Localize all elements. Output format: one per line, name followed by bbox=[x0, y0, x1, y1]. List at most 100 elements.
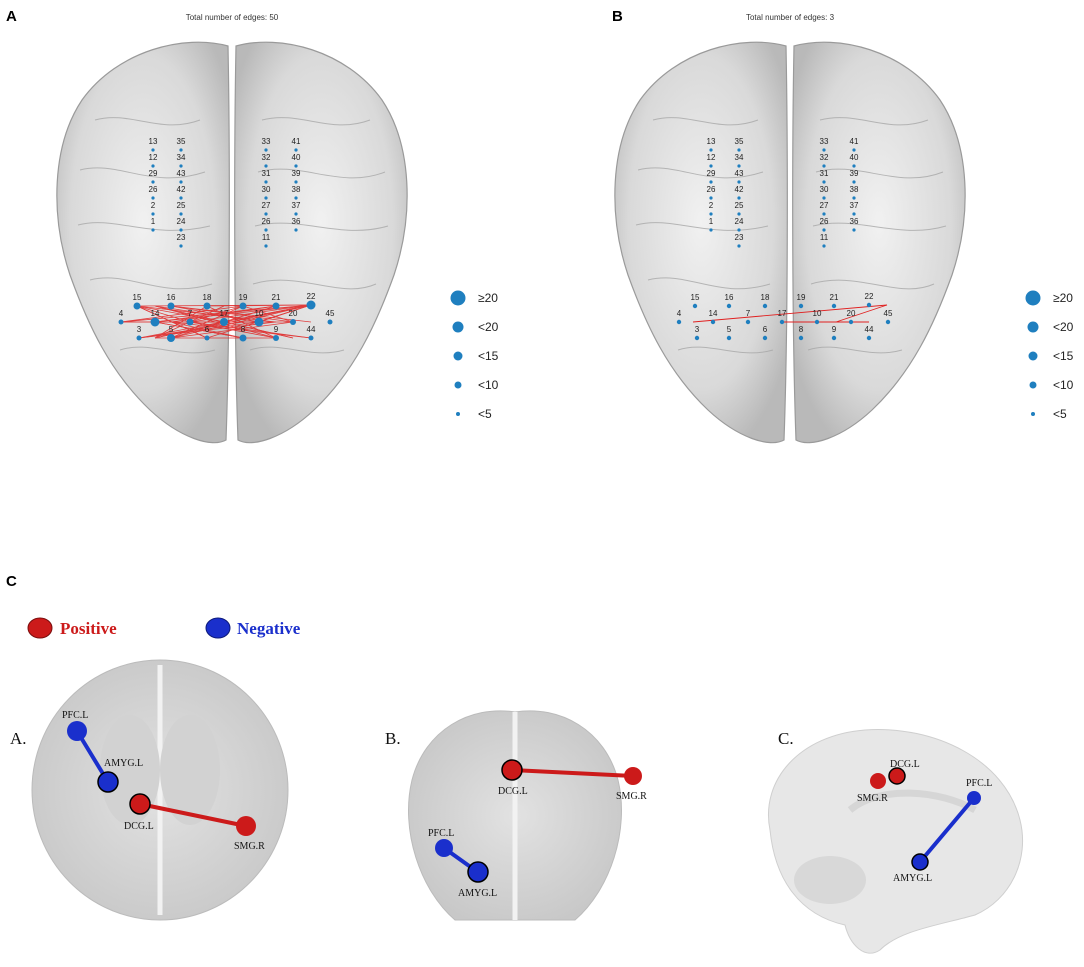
node-marker bbox=[151, 212, 155, 216]
node-marker bbox=[762, 303, 768, 309]
node-number-label: 10 bbox=[813, 309, 822, 318]
node-number-label: 12 bbox=[149, 153, 158, 162]
node-number-label: 38 bbox=[292, 185, 301, 194]
legend-size-label: <15 bbox=[1053, 349, 1074, 363]
node-marker bbox=[264, 196, 268, 200]
node-number-label: 38 bbox=[850, 185, 859, 194]
coronal-amyg-node bbox=[467, 861, 489, 883]
node-marker bbox=[779, 319, 785, 325]
node-marker bbox=[866, 335, 872, 341]
axial-left-ventricle bbox=[100, 715, 160, 825]
node-marker bbox=[694, 335, 700, 341]
node-marker bbox=[179, 196, 183, 200]
node-marker bbox=[737, 180, 741, 184]
node-size-legend-b: ≥20<20<15<10<5 bbox=[1025, 290, 1074, 421]
node-number-label: 6 bbox=[763, 325, 768, 334]
node-marker bbox=[852, 164, 856, 168]
legend-size-label: <20 bbox=[478, 320, 499, 334]
node-number-label: 33 bbox=[262, 137, 271, 146]
node-marker bbox=[709, 180, 713, 184]
axial-amyg-node bbox=[97, 771, 119, 793]
node-marker bbox=[726, 303, 732, 309]
node-number-label: 37 bbox=[850, 201, 859, 210]
node-number-label: 16 bbox=[167, 293, 176, 302]
node-number-label: 14 bbox=[151, 309, 160, 318]
node-marker bbox=[737, 244, 741, 248]
node-number-label: 25 bbox=[735, 201, 744, 210]
legend-size-label: <5 bbox=[478, 407, 492, 421]
sagittal-dcg-label: DCG.L bbox=[890, 759, 920, 770]
node-marker bbox=[737, 148, 741, 152]
coronal-positive-edge bbox=[511, 768, 634, 778]
legend-size-label: <5 bbox=[1053, 407, 1067, 421]
node-number-label: 26 bbox=[149, 185, 158, 194]
node-marker bbox=[294, 228, 298, 232]
slice-axial: A. PFC.L AMYG.L DCG.L SMG.R bbox=[10, 659, 289, 921]
node-number-label: 32 bbox=[820, 153, 829, 162]
node-number-label: 37 bbox=[292, 201, 301, 210]
node-number-label: 29 bbox=[149, 169, 158, 178]
node-marker bbox=[151, 164, 155, 168]
sagittal-pfc-node bbox=[967, 791, 981, 805]
sagittal-corpus-callosum bbox=[847, 789, 977, 814]
node-marker bbox=[264, 228, 268, 232]
node-marker bbox=[710, 319, 716, 325]
slice-coronal: B. PFC.L AMYG.L DCG.L SMG.R bbox=[385, 710, 647, 921]
node-size-legend-a: ≥20<20<15<10<5 bbox=[450, 290, 499, 421]
node-number-label: 7 bbox=[188, 309, 193, 318]
node-number-label: 18 bbox=[203, 293, 212, 302]
node-marker bbox=[151, 196, 155, 200]
node-number-label: 10 bbox=[255, 309, 264, 318]
node-number-label: 2 bbox=[151, 201, 156, 210]
node-number-label: 8 bbox=[799, 325, 804, 334]
node-number-label: 41 bbox=[850, 137, 859, 146]
node-number-label: 39 bbox=[292, 169, 301, 178]
legend-size-marker bbox=[1031, 412, 1035, 416]
node-marker bbox=[264, 244, 268, 248]
legend-size-label: ≥20 bbox=[1053, 291, 1073, 305]
node-marker bbox=[272, 302, 280, 310]
node-marker bbox=[822, 164, 826, 168]
node-number-label: 26 bbox=[707, 185, 716, 194]
slice-sagittal: C. DCG.L SMG.R PFC.L AMYG.L bbox=[768, 729, 1024, 954]
edges-b bbox=[692, 304, 888, 323]
node-marker bbox=[186, 318, 194, 326]
node-marker bbox=[814, 319, 820, 325]
node-number-label: 14 bbox=[709, 309, 718, 318]
node-number-label: 29 bbox=[707, 169, 716, 178]
node-marker bbox=[294, 196, 298, 200]
node-marker bbox=[709, 196, 713, 200]
node-marker bbox=[726, 335, 732, 341]
positive-label: Positive bbox=[60, 619, 117, 638]
legend-size-marker bbox=[1025, 290, 1041, 306]
node-marker bbox=[737, 212, 741, 216]
node-number-label: 27 bbox=[262, 201, 271, 210]
node-number-label: 22 bbox=[307, 292, 316, 301]
node-marker bbox=[306, 300, 316, 310]
right-hemisphere-a bbox=[234, 41, 408, 444]
node-marker bbox=[798, 303, 804, 309]
node-number-label: 30 bbox=[262, 185, 271, 194]
node-number-label: 26 bbox=[820, 217, 829, 226]
node-number-label: 19 bbox=[239, 293, 248, 302]
node-marker bbox=[709, 164, 713, 168]
node-number-label: 5 bbox=[169, 325, 174, 334]
node-number-label: 22 bbox=[865, 292, 874, 301]
node-number-label: 11 bbox=[820, 233, 829, 242]
node-marker bbox=[264, 148, 268, 152]
node-number-label: 31 bbox=[262, 169, 271, 178]
node-number-label: 44 bbox=[307, 325, 316, 334]
node-marker bbox=[179, 244, 183, 248]
node-marker bbox=[709, 148, 713, 152]
coronal-pfc-node bbox=[435, 839, 453, 857]
node-marker bbox=[822, 244, 826, 248]
node-marker bbox=[239, 302, 247, 310]
node-number-label: 17 bbox=[220, 309, 229, 318]
node-number-label: 31 bbox=[820, 169, 829, 178]
node-marker bbox=[822, 180, 826, 184]
node-number-label: 24 bbox=[177, 217, 186, 226]
node-marker bbox=[822, 148, 826, 152]
node-marker bbox=[133, 302, 141, 310]
